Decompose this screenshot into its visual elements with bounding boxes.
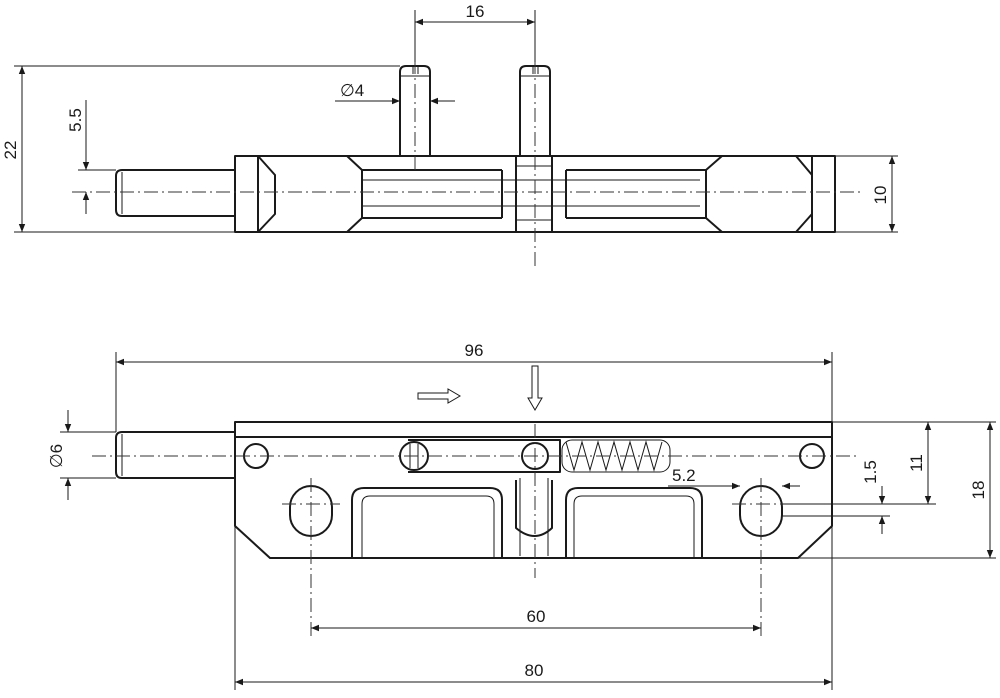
dim-11: 11 [907,454,926,472]
dim-pin-diameter: ∅4 [340,81,364,100]
dim-10: 10 [871,186,890,205]
dim-18: 18 [969,481,988,500]
push-arrow [527,365,543,411]
front-view: 96 ∅6 5.2 1.5 11 18 60 80 [47,341,996,690]
dim-96: 96 [465,341,484,360]
dim-5-2: 5.2 [672,466,696,485]
dim-5-5: 5.5 [66,108,85,132]
handle [515,480,553,537]
dim-80: 80 [525,661,544,680]
dim-16: 16 [466,2,485,21]
center-block [515,155,553,233]
dim-bolt-diameter: ∅6 [47,444,66,468]
top-view-bolt [115,169,235,217]
front-view-bolt [115,431,235,479]
dim-60: 60 [527,607,546,626]
dim-1-5: 1.5 [861,460,880,484]
top-view: 16 ∅4 22 5.5 10 [1,2,898,270]
direction-arrow [417,388,461,404]
dim-22: 22 [1,141,20,160]
